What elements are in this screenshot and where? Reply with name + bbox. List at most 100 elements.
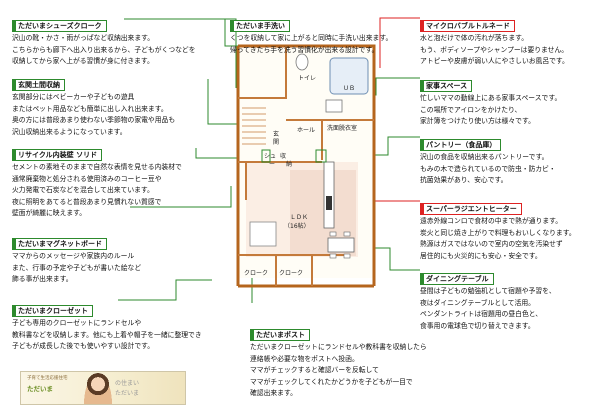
banner-logo-text: ただいま <box>27 385 53 393</box>
callout-line: ママがチェックすると確認バーを反転して <box>250 366 379 375</box>
label-storage-1: 収 <box>280 153 286 160</box>
label-cloak-2: クローク <box>279 270 303 277</box>
callout-line: 食事用の電球色で切り替えできます。 <box>420 321 535 330</box>
leader-magnet <box>130 186 232 208</box>
dining-table <box>327 237 355 253</box>
callout-line: またはペット用品なども簡単に出し入れ出来ます。 <box>12 104 168 113</box>
kitchen-counter <box>323 161 335 229</box>
leader-recycle <box>195 148 256 159</box>
callout-line: 炭火と同じ焼き上がりで料理もおいしくなります。 <box>420 228 576 237</box>
callout-title: ただいま手洗い <box>230 20 290 32</box>
callout-microbubble: マイクロバブルトルネード 水と泡だけで体の汚れが落ちます。 もう、ボディソープや… <box>420 13 569 67</box>
callout-line: 火力発電で石炭などを混合して出来ています。 <box>12 186 154 195</box>
callout-title: 玄関土間収納 <box>12 79 65 91</box>
leader-shoes-cloak <box>124 18 237 88</box>
leader-microbubble <box>379 17 420 68</box>
callout-line: 沢山の食品を収納出来るパントリーです。 <box>420 153 549 161</box>
callout-line: 居住的にも火災的にも安心・安全です。 <box>420 251 542 260</box>
marker-pantry <box>315 149 327 163</box>
callout-line: 昼間は子どもの勉強机として宿題や予習を、 <box>420 287 556 295</box>
label-storage-2: 納 <box>286 160 292 168</box>
leader-closet <box>118 279 212 301</box>
callout-magnet-board: ただいまマグネットボード ママからのメッセージや家族内のルール また、行事の予定… <box>12 231 141 285</box>
callout-super-radiant: スーパーラジエントヒーター 遠赤外線コンロで食材の中まで熱が通ります。 炭火と同… <box>420 196 576 261</box>
callout-line: ただいまクローゼットにランドセルや教科書を収納したら <box>250 343 427 351</box>
label-ldk-size: （16帖） <box>284 222 310 230</box>
callout-title: 家事スペース <box>420 80 473 92</box>
callout-handwash: ただいま手洗い くつを収納して家に上がると同時に手洗い出来ます。 帰ってきたら手… <box>230 13 392 55</box>
label-ub: ＵＢ <box>343 85 355 92</box>
callout-line: 忙しいママの動線上にある家事スペースです。 <box>420 94 562 102</box>
callout-line: また、行事の予定や子どもが書いた絵など <box>12 263 142 272</box>
callout-title: ただいまクローゼット <box>12 305 93 317</box>
callout-line: 水と泡だけで体の汚れが落ちます。 <box>420 34 529 42</box>
banner-tagline-1: の住まい <box>115 380 140 387</box>
callout-line: こちらからも廊下へ出入り出来るから、子どもがくつなどを <box>12 45 196 54</box>
callout-line: 飾る事が出来ます。 <box>12 275 73 284</box>
callout-closet: ただいまクローゼット 子ども専用のクローゼットにランドセルや 教科書などを収納し… <box>12 298 202 352</box>
callout-entrance: 玄関土間収納 玄関部分にはベビーカーや子どもの遊具 またはペット用品なども簡単に… <box>12 72 175 137</box>
callout-line: 子どもが成長した後でも使いやすい設計です。 <box>12 342 155 351</box>
girl-photo <box>83 372 113 404</box>
callout-line: 教科書などを収納します。他にも上着や帽子を一緒に整理でき <box>12 330 202 339</box>
label-hall: ホール <box>297 127 315 134</box>
callout-line: ママがチェックしてくれたかどうかを子どもが一目で <box>250 377 413 386</box>
callout-line: ママからのメッセージや家族内のルール <box>12 252 135 260</box>
callout-line: 玄関部分にはベビーカーや子どもの遊具 <box>12 93 135 101</box>
marker-recycle <box>261 149 271 163</box>
label-entrance-1: 玄 <box>273 130 279 138</box>
callout-shoes-cloak: ただいまシューズクローク 沢山の靴・かさ・雨がっぱなど収納出来ます。 こちらから… <box>12 13 196 67</box>
callout-line: セメントの素地そのままで自然な表情を見せる内装材で <box>12 163 182 171</box>
label-shoes-1: シュ <box>264 153 276 160</box>
label-ldk: ＬＤＫ <box>290 214 308 221</box>
leader-handwash <box>224 19 238 47</box>
promo-banner: 子育て生活応援住宅 ただいま の住まい ただいま <box>20 371 186 405</box>
callout-line: もみの木で造られているので防虫・防カビ・ <box>420 164 556 173</box>
callout-line: 沢山の靴・かさ・雨がっぱなど収納出来ます。 <box>12 34 155 42</box>
callout-recycle: リサイクル内装壁 ソリド セメントの素地そのままで自然な表情を見せる内装材で 通… <box>12 142 182 219</box>
callout-line: アトピーや皮膚が弱い人にやさしいお風呂です。 <box>420 57 569 66</box>
label-entrance-2: 関 <box>273 139 279 146</box>
callout-line: 収納してから家へ上がる習慣が身に付きます。 <box>12 57 154 66</box>
callout-housework: 家事スペース 忙しいママの動線上にある家事スペースです。 この場所でアイロンをか… <box>420 73 561 127</box>
callout-title: ダイニングテーブル <box>420 273 494 285</box>
washbasin <box>325 99 343 113</box>
callout-pantry: パントリー（食品庫） 沢山の食品を収納出来るパントリーです。 もみの木で造られて… <box>420 132 556 186</box>
callout-line: 遠赤外線コンロで食材の中まで熱が通ります。 <box>420 217 563 225</box>
callout-title: パントリー（食品庫） <box>420 139 502 151</box>
callout-line: 確認出来ます。 <box>250 389 297 398</box>
callout-line: この場所でアイロンをかけたり、 <box>420 105 522 114</box>
label-shoes-2: ー <box>269 161 275 168</box>
floor-plan: トイレ ＵＢ ホール 洗面脱衣室 玄 関 シュ ー 収 納 ＬＤＫ （16帖） … <box>236 44 376 288</box>
sofa <box>249 221 277 247</box>
callout-line: 夜はダイニングテーブルとして活用。 <box>420 298 535 307</box>
callout-line: 沢山収納出来るようになっています。 <box>12 127 127 136</box>
callout-title: ただいまマグネットボード <box>12 238 107 250</box>
callout-line: 連絡帳や必要な物をポストへ投函。 <box>250 354 359 363</box>
label-toilet: トイレ <box>298 75 316 82</box>
callout-dining: ダイニングテーブル 昼間は子どもの勉強机として宿題や予習を、 夜はダイニングテー… <box>420 266 556 331</box>
callout-line: 抗菌効果があり、安心です。 <box>420 176 508 185</box>
toilet-fixture <box>295 53 309 71</box>
callout-title: ただいまポスト <box>250 329 310 341</box>
banner-subtitle: 子育て生活応援住宅 <box>27 376 68 381</box>
callout-line: 帰ってきたら手を洗う習慣化が出来る設計です。 <box>230 45 379 54</box>
callout-line: 奥の方には普段あまり使わない季節物の家電や用品も <box>12 116 176 125</box>
callout-line: 熱源はガスではないので室内の空気を汚染せず <box>420 240 563 249</box>
callout-line: ペンダントライトは宿題用の昼白色と、 <box>420 310 543 319</box>
leader-entrance <box>207 79 238 125</box>
callout-line: 家計簿をつけたり使い方は様々です。 <box>420 117 535 126</box>
banner-tagline-2: ただいま <box>115 390 140 397</box>
label-cloak-1: クローク <box>244 270 268 277</box>
callout-line: くつを収納して家に上がると同時に手洗い出来ます。 <box>230 34 393 42</box>
callout-line: 通常廃棄物と処分される使用済みのコーヒー豆や <box>12 174 162 183</box>
callout-line: 子ども専用のクローゼットにランドセルや <box>12 319 142 327</box>
callout-post: ただいまポスト ただいまクローゼットにランドセルや教科書を収納したら 連絡帳や必… <box>250 322 427 399</box>
callout-title: リサイクル内装壁 ソリド <box>12 149 103 161</box>
callout-title: スーパーラジエントヒーター <box>420 203 522 215</box>
cooktop <box>326 196 332 210</box>
callout-line: 夜に照明をあてると普段あまり見慣れない質感で <box>12 197 162 206</box>
label-washroom: 洗面脱衣室 <box>327 124 357 132</box>
callout-line: 壁面が綺麗に映えます。 <box>12 209 87 218</box>
